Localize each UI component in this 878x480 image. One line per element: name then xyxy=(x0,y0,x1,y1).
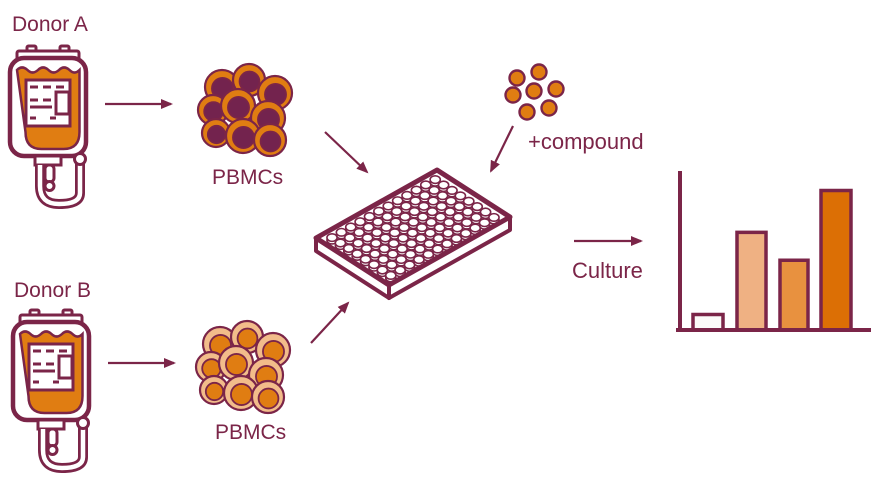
compound-label: +compound xyxy=(528,129,644,154)
cell-nucleus xyxy=(238,70,261,93)
result-bar-chart xyxy=(676,171,871,332)
blood-bag-a-icon xyxy=(10,46,86,204)
well xyxy=(471,202,484,212)
cell-nucleus xyxy=(230,383,253,406)
pbmcs-a-label: PBMCs xyxy=(212,166,283,189)
chart-bar-1 xyxy=(691,312,725,332)
cell-nucleus xyxy=(232,126,255,149)
cell-nucleus xyxy=(227,96,250,119)
cell-nucleus xyxy=(257,387,280,410)
compound-dot xyxy=(540,99,558,117)
pbmcs-b-label: PBMCs xyxy=(215,421,286,444)
arrow-pbmcs-b-to-plate xyxy=(310,301,350,344)
well xyxy=(462,196,475,206)
cell-nucleus xyxy=(236,327,259,350)
donor-b-label: Donor B xyxy=(14,279,91,302)
well xyxy=(437,180,450,190)
well xyxy=(446,185,458,196)
arrow-compound-to-plate xyxy=(490,125,514,173)
plate-wells xyxy=(326,174,500,283)
chart-bar-3 xyxy=(778,258,810,332)
donor-a-label: Donor A xyxy=(12,13,88,36)
cell-nucleus xyxy=(259,130,282,153)
cell-nucleus xyxy=(206,124,227,145)
cell-nucleus xyxy=(225,353,248,376)
compound-dot xyxy=(530,63,548,81)
blood-bag-b-icon xyxy=(13,310,89,468)
chart-bar-2 xyxy=(735,230,768,332)
compound-dot xyxy=(504,86,522,104)
compound-dot xyxy=(508,69,526,87)
compound-particles-icon xyxy=(504,63,565,121)
well xyxy=(454,191,467,201)
compound-dot xyxy=(525,82,543,100)
well xyxy=(429,174,442,185)
pbmc-cluster-a-icon xyxy=(196,62,294,158)
chart-bar-4 xyxy=(819,188,853,332)
compound-dot xyxy=(547,80,565,98)
well xyxy=(488,212,500,223)
well-plate-icon xyxy=(313,167,513,300)
arrow-pbmcs-a-to-plate xyxy=(324,131,369,174)
well xyxy=(479,207,492,217)
pbmc-cluster-b-icon xyxy=(194,319,292,415)
cell-nucleus xyxy=(204,381,225,402)
culture-label: Culture xyxy=(572,258,643,283)
chart-bars xyxy=(691,188,853,332)
compound-dot xyxy=(518,103,536,121)
